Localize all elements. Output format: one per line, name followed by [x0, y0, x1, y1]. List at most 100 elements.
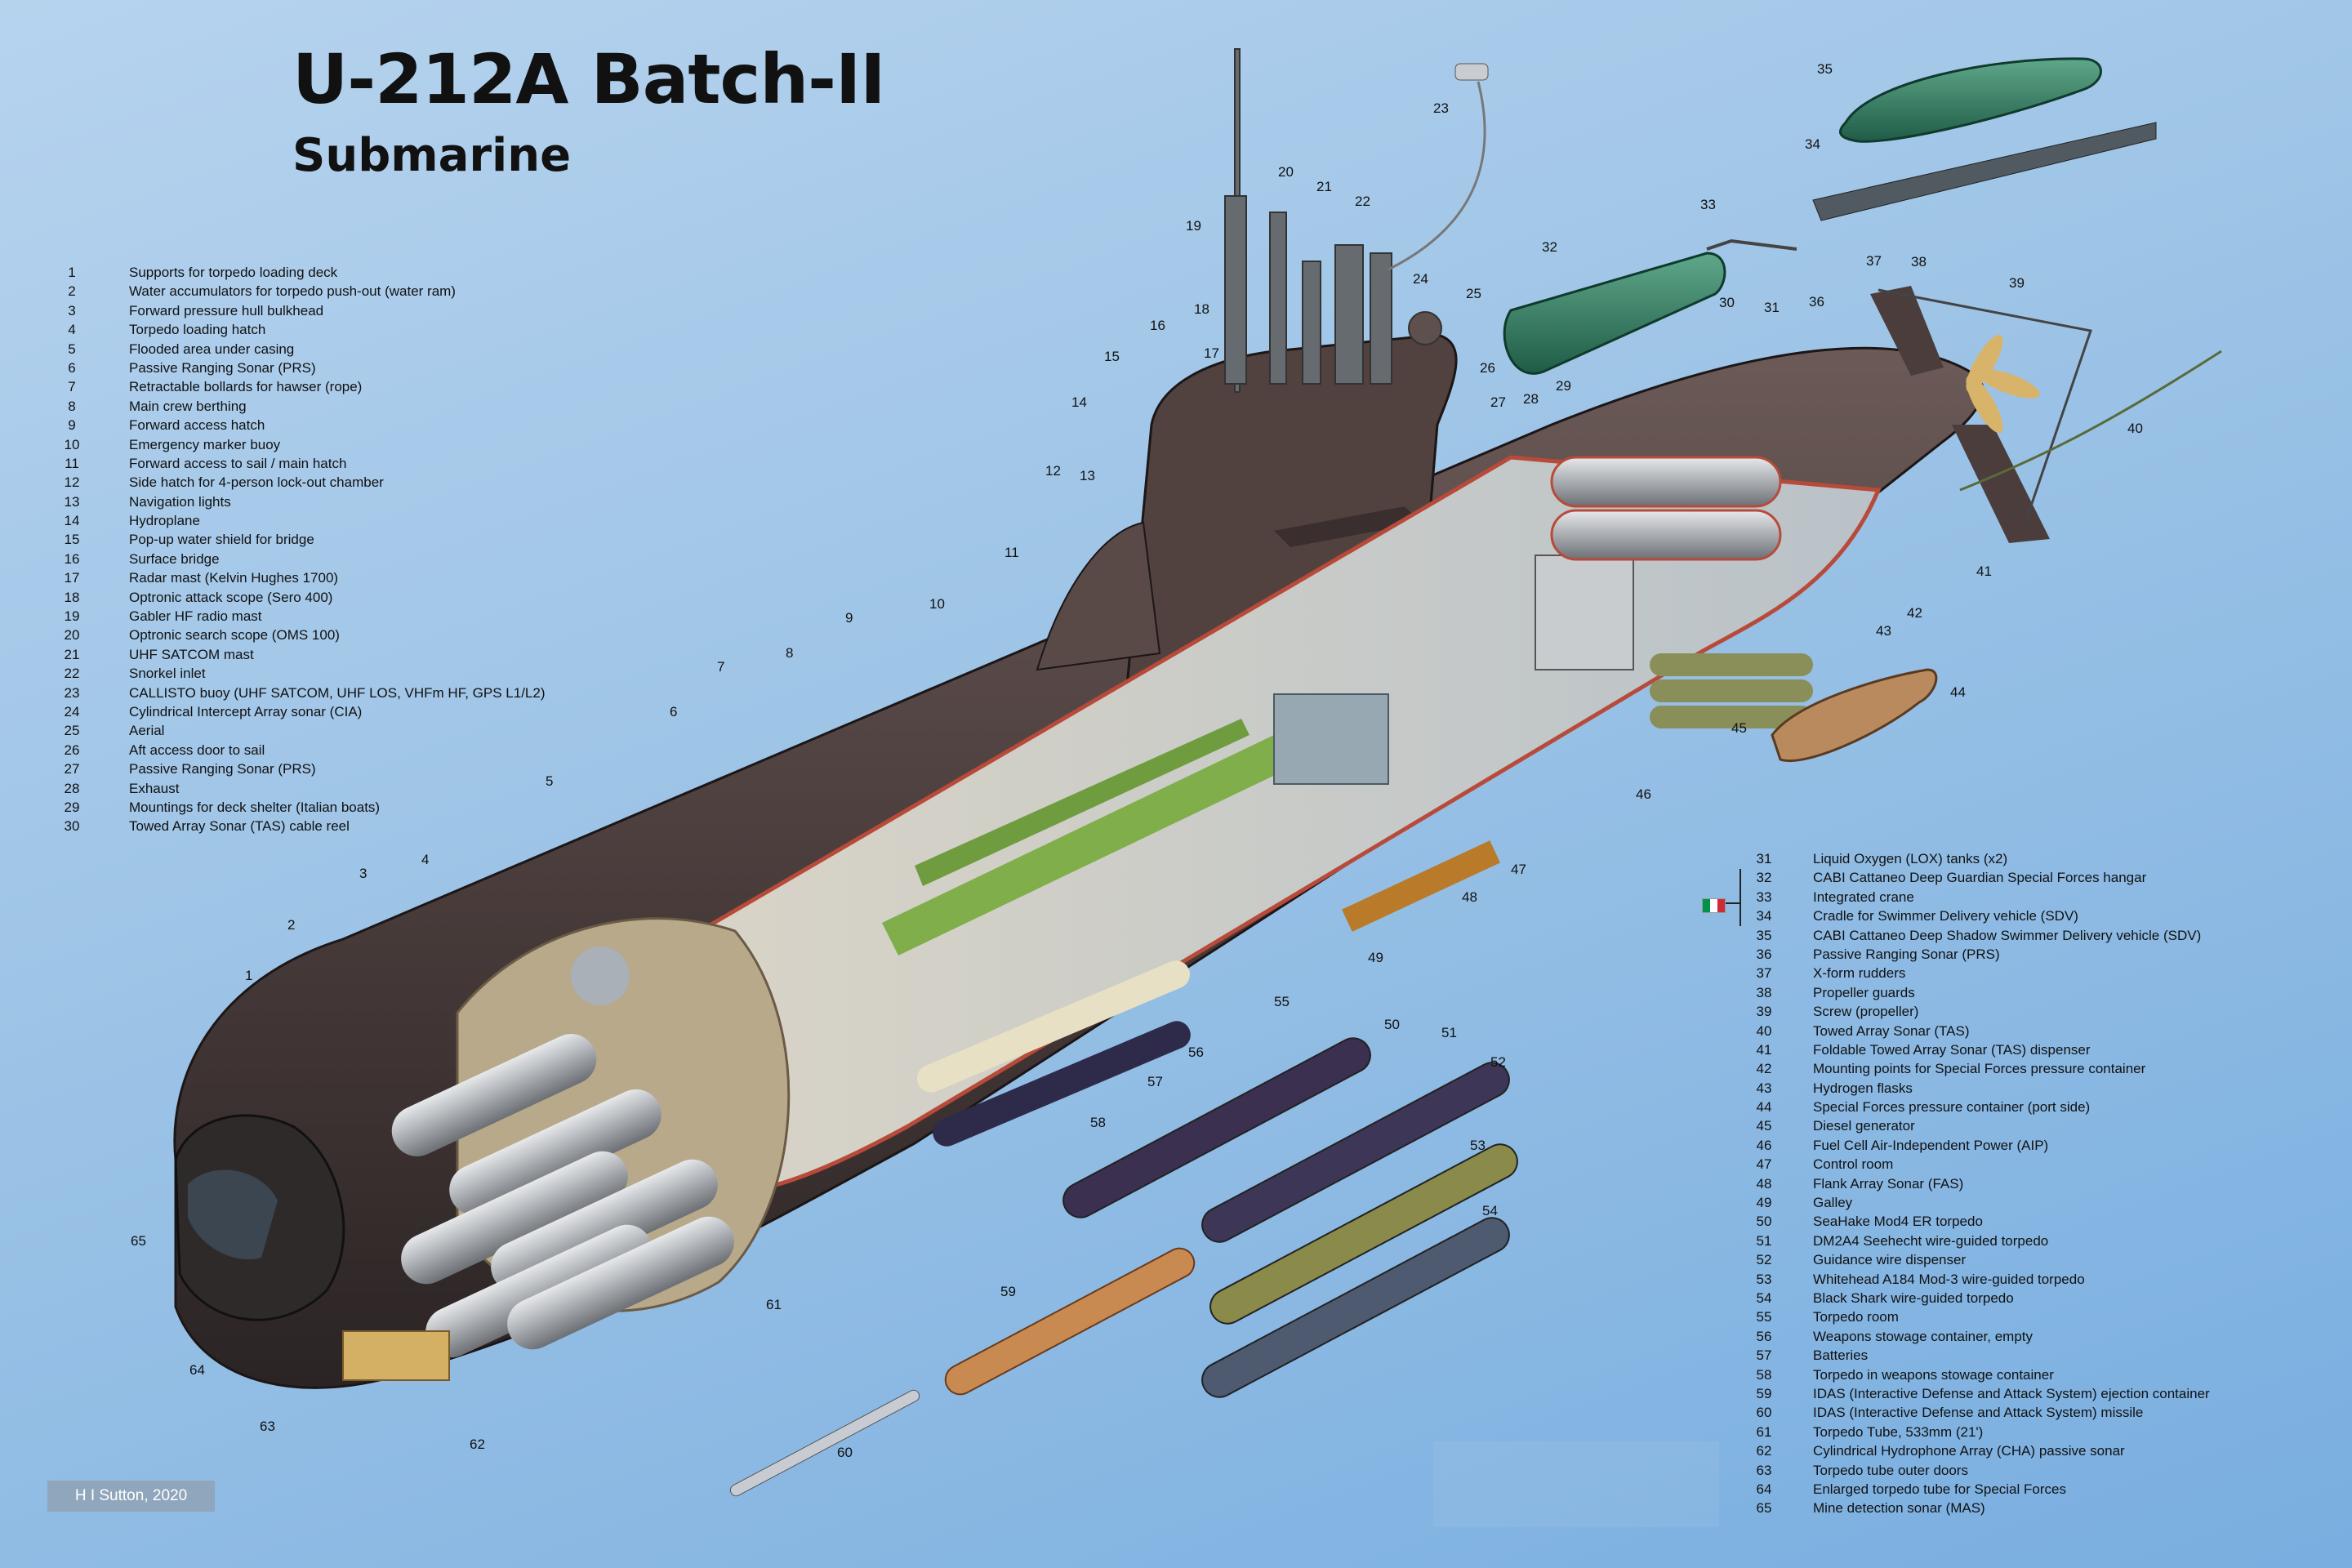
- callout-label: 49: [1368, 950, 1383, 965]
- legend-number: 42: [1756, 1061, 1772, 1077]
- legend-number: 56: [1756, 1328, 1772, 1344]
- callout-label: 50: [1384, 1017, 1400, 1032]
- callout-label: 8: [786, 645, 793, 661]
- sail-aerial-dome: [1408, 311, 1442, 345]
- legend-text: IDAS (Interactive Defense and Attack Sys…: [1813, 1385, 2210, 1401]
- legend-text: Towed Array Sonar (TAS) cable reel: [129, 818, 350, 835]
- legend-text: Control room: [1813, 1156, 1894, 1173]
- callout-label: 46: [1636, 786, 1651, 802]
- callout-label: 48: [1462, 889, 1477, 905]
- callout-label: 55: [1274, 994, 1290, 1009]
- callout-label: 56: [1188, 1045, 1204, 1060]
- legend-number: 64: [1756, 1481, 1772, 1497]
- legend-number: 12: [64, 474, 80, 491]
- callout-label: 57: [1147, 1074, 1163, 1089]
- callout-label: 33: [1700, 197, 1716, 212]
- legend-text: Diesel generator: [1813, 1118, 1915, 1134]
- legend-number: 8: [68, 398, 76, 414]
- callout-label: 27: [1490, 394, 1506, 410]
- legend-text: Cylindrical Intercept Array sonar (CIA): [129, 703, 363, 719]
- legend-number: 10: [64, 436, 80, 452]
- legend-text: Gabler HF radio mast: [129, 608, 262, 625]
- page-subtitle: Submarine: [292, 129, 572, 182]
- legend-text: Torpedo room: [1813, 1309, 1899, 1325]
- flank-array-sonar: [1342, 840, 1500, 932]
- legend-text: Liquid Oxygen (LOX) tanks (x2): [1813, 851, 2008, 866]
- flag-stripe-white: [1710, 899, 1717, 912]
- dm2a4-torpedo: [1201, 1062, 1510, 1243]
- legend-number: 46: [1756, 1137, 1772, 1153]
- deep-shadow-sdv: [1839, 57, 2102, 143]
- legend-number: 5: [68, 341, 76, 357]
- callout-label: 14: [1071, 394, 1087, 410]
- legend-item: 31 Liquid Oxygen (LOX) tanks (x2): [1748, 849, 2210, 868]
- legend-text: Aerial: [129, 723, 165, 739]
- legend-text: Pop-up water shield for bridge: [129, 532, 314, 548]
- legend-text: Screw (propeller): [1813, 1004, 1919, 1020]
- propeller-guards: [1878, 288, 2092, 523]
- callout-label: 51: [1441, 1025, 1457, 1040]
- callout-label: 59: [1000, 1284, 1016, 1299]
- legend-number: 2: [68, 283, 76, 300]
- hydrogen-flasks: [1650, 653, 1813, 728]
- callout-label: 31: [1764, 300, 1780, 315]
- legend-number: 45: [1756, 1118, 1772, 1134]
- legend-number: 63: [1756, 1462, 1772, 1478]
- italian-boats-bracket: [1740, 869, 1749, 926]
- callout-label: 38: [1911, 254, 1927, 270]
- legend-number: 20: [64, 627, 80, 644]
- callout-label: 52: [1490, 1054, 1506, 1070]
- legend-number: 31: [1756, 851, 1772, 866]
- legend-text: IDAS (Interactive Defense and Attack Sys…: [1813, 1405, 2144, 1421]
- callout-label: 12: [1045, 463, 1061, 479]
- legend-text: Galley: [1813, 1195, 1853, 1211]
- callout-label: 11: [1004, 545, 1019, 560]
- callout-label: 34: [1805, 136, 1820, 152]
- legend-text: Black Shark wire-guided torpedo: [1813, 1290, 2014, 1306]
- legend-number: 57: [1756, 1348, 1772, 1364]
- callout-label: 7: [717, 659, 724, 675]
- callout-label: 22: [1355, 194, 1370, 209]
- callout-label: 40: [2127, 421, 2143, 436]
- legend-text: Special Forces pressure container (port …: [1813, 1099, 2091, 1116]
- callout-label: 18: [1194, 301, 1209, 317]
- legend-number: 28: [64, 780, 80, 796]
- callout-label: 16: [1150, 318, 1165, 333]
- callout-label: 54: [1482, 1203, 1498, 1218]
- legend-number: 22: [64, 666, 80, 682]
- legend-text: UHF SATCOM mast: [129, 646, 254, 662]
- stern: [1870, 286, 2222, 543]
- legend-text: Aft access door to sail: [129, 742, 265, 758]
- legend-text: Hydrogen flasks: [1813, 1080, 1913, 1096]
- control-room-block: [1273, 693, 1389, 785]
- deck-green: [882, 735, 1290, 956]
- legend-number: 38: [1756, 984, 1772, 1000]
- callout-label: 19: [1186, 218, 1201, 234]
- legend-text: Cradle for Swimmer Delivery vehicle (SDV…: [1813, 908, 2078, 924]
- legend-number: 40: [1756, 1022, 1772, 1039]
- legend-text: Passive Ranging Sonar (PRS): [1813, 946, 2000, 962]
- masts: [1224, 48, 1442, 393]
- legend-number: 33: [1756, 889, 1772, 905]
- legend-text: Surface bridge: [129, 550, 220, 567]
- callout-label: 29: [1556, 378, 1571, 394]
